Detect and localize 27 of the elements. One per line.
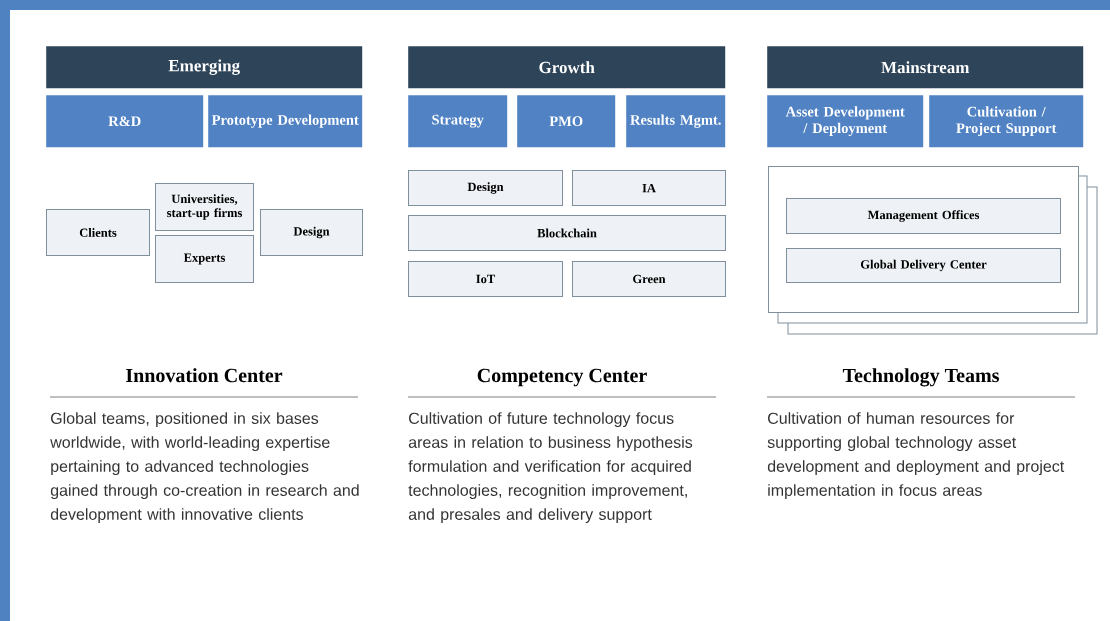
item-box: Design [260, 209, 363, 256]
description-text: Cultivation of human resources for supporting global technology asset development and deployment and project implementation in focus areas [767, 412, 1065, 500]
item-box: Clients [46, 209, 150, 256]
header-bar: Emerging [46, 46, 363, 89]
item-box: Blockchain [408, 215, 726, 251]
category-box: Strategy [408, 95, 508, 148]
item-box: Global Delivery Center [786, 248, 1061, 283]
category-box: R&D [46, 95, 204, 148]
item-box: IoT [408, 261, 563, 297]
category-box: Asset Development / Deployment [767, 95, 924, 148]
item-box: IA [572, 170, 726, 206]
category-box: Cultivation / Project Support [929, 95, 1084, 148]
section-heading: Technology Teams [842, 368, 999, 387]
description-text: Global teams, positioned in six bases worldwide, with world-leading expertise pertaining to advanced technologies gained through co-creation in research and development with innovative clients [50, 412, 359, 524]
item-box: Experts [155, 235, 254, 283]
item-box: Green [572, 261, 726, 297]
section-heading: Innovation Center [126, 368, 283, 383]
section-heading: Competency Center [477, 368, 647, 387]
item-box: Universities, start-up firms [155, 183, 254, 231]
item-box: Design [408, 170, 563, 206]
header-bar: Mainstream [767, 46, 1084, 89]
category-box: Prototype Development [208, 95, 363, 148]
item-box: Management Offices [786, 198, 1061, 234]
category-box: Results Mgmt. [626, 95, 726, 148]
description-text: Cultivation of future technology focus areas in relation to business hypothesis formulation and verification for acquired technologies, recognition improvement, and presales and delivery support [408, 412, 693, 524]
header-bar: Growth [408, 46, 726, 89]
category-box: PMO [517, 95, 616, 148]
